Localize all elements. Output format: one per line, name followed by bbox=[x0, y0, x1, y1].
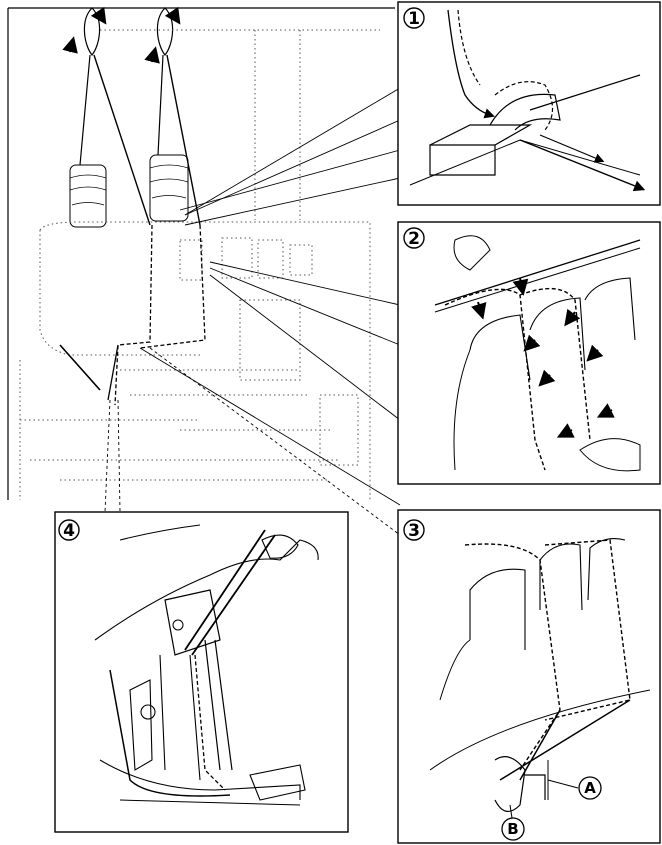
panel-3: 3 A B bbox=[397, 509, 661, 844]
panel-number: 3 bbox=[408, 521, 420, 541]
panel-1: 1 bbox=[397, 1, 661, 206]
callout-b: B bbox=[501, 804, 525, 841]
panel-number-badge: 2 bbox=[403, 227, 425, 249]
thread-guide-right bbox=[156, 7, 174, 56]
panel-number: 2 bbox=[408, 229, 420, 249]
overlock-machine-overview bbox=[7, 6, 401, 536]
callout-a: A bbox=[547, 776, 602, 800]
panel-2: 2 bbox=[397, 221, 661, 485]
callout-a-label: A bbox=[584, 779, 596, 797]
panel-4: 4 bbox=[54, 511, 349, 833]
panel-number: 1 bbox=[408, 9, 420, 29]
thread-guide-left bbox=[83, 7, 101, 56]
panel-number-badge: 4 bbox=[58, 519, 80, 541]
thread-cone-left bbox=[69, 164, 107, 228]
callout-b-label: B bbox=[507, 820, 518, 838]
panel-number-badge: 1 bbox=[403, 7, 425, 29]
panel-number: 4 bbox=[63, 521, 75, 541]
thread-cone-right bbox=[149, 154, 189, 222]
panel-number-badge: 3 bbox=[403, 519, 425, 541]
